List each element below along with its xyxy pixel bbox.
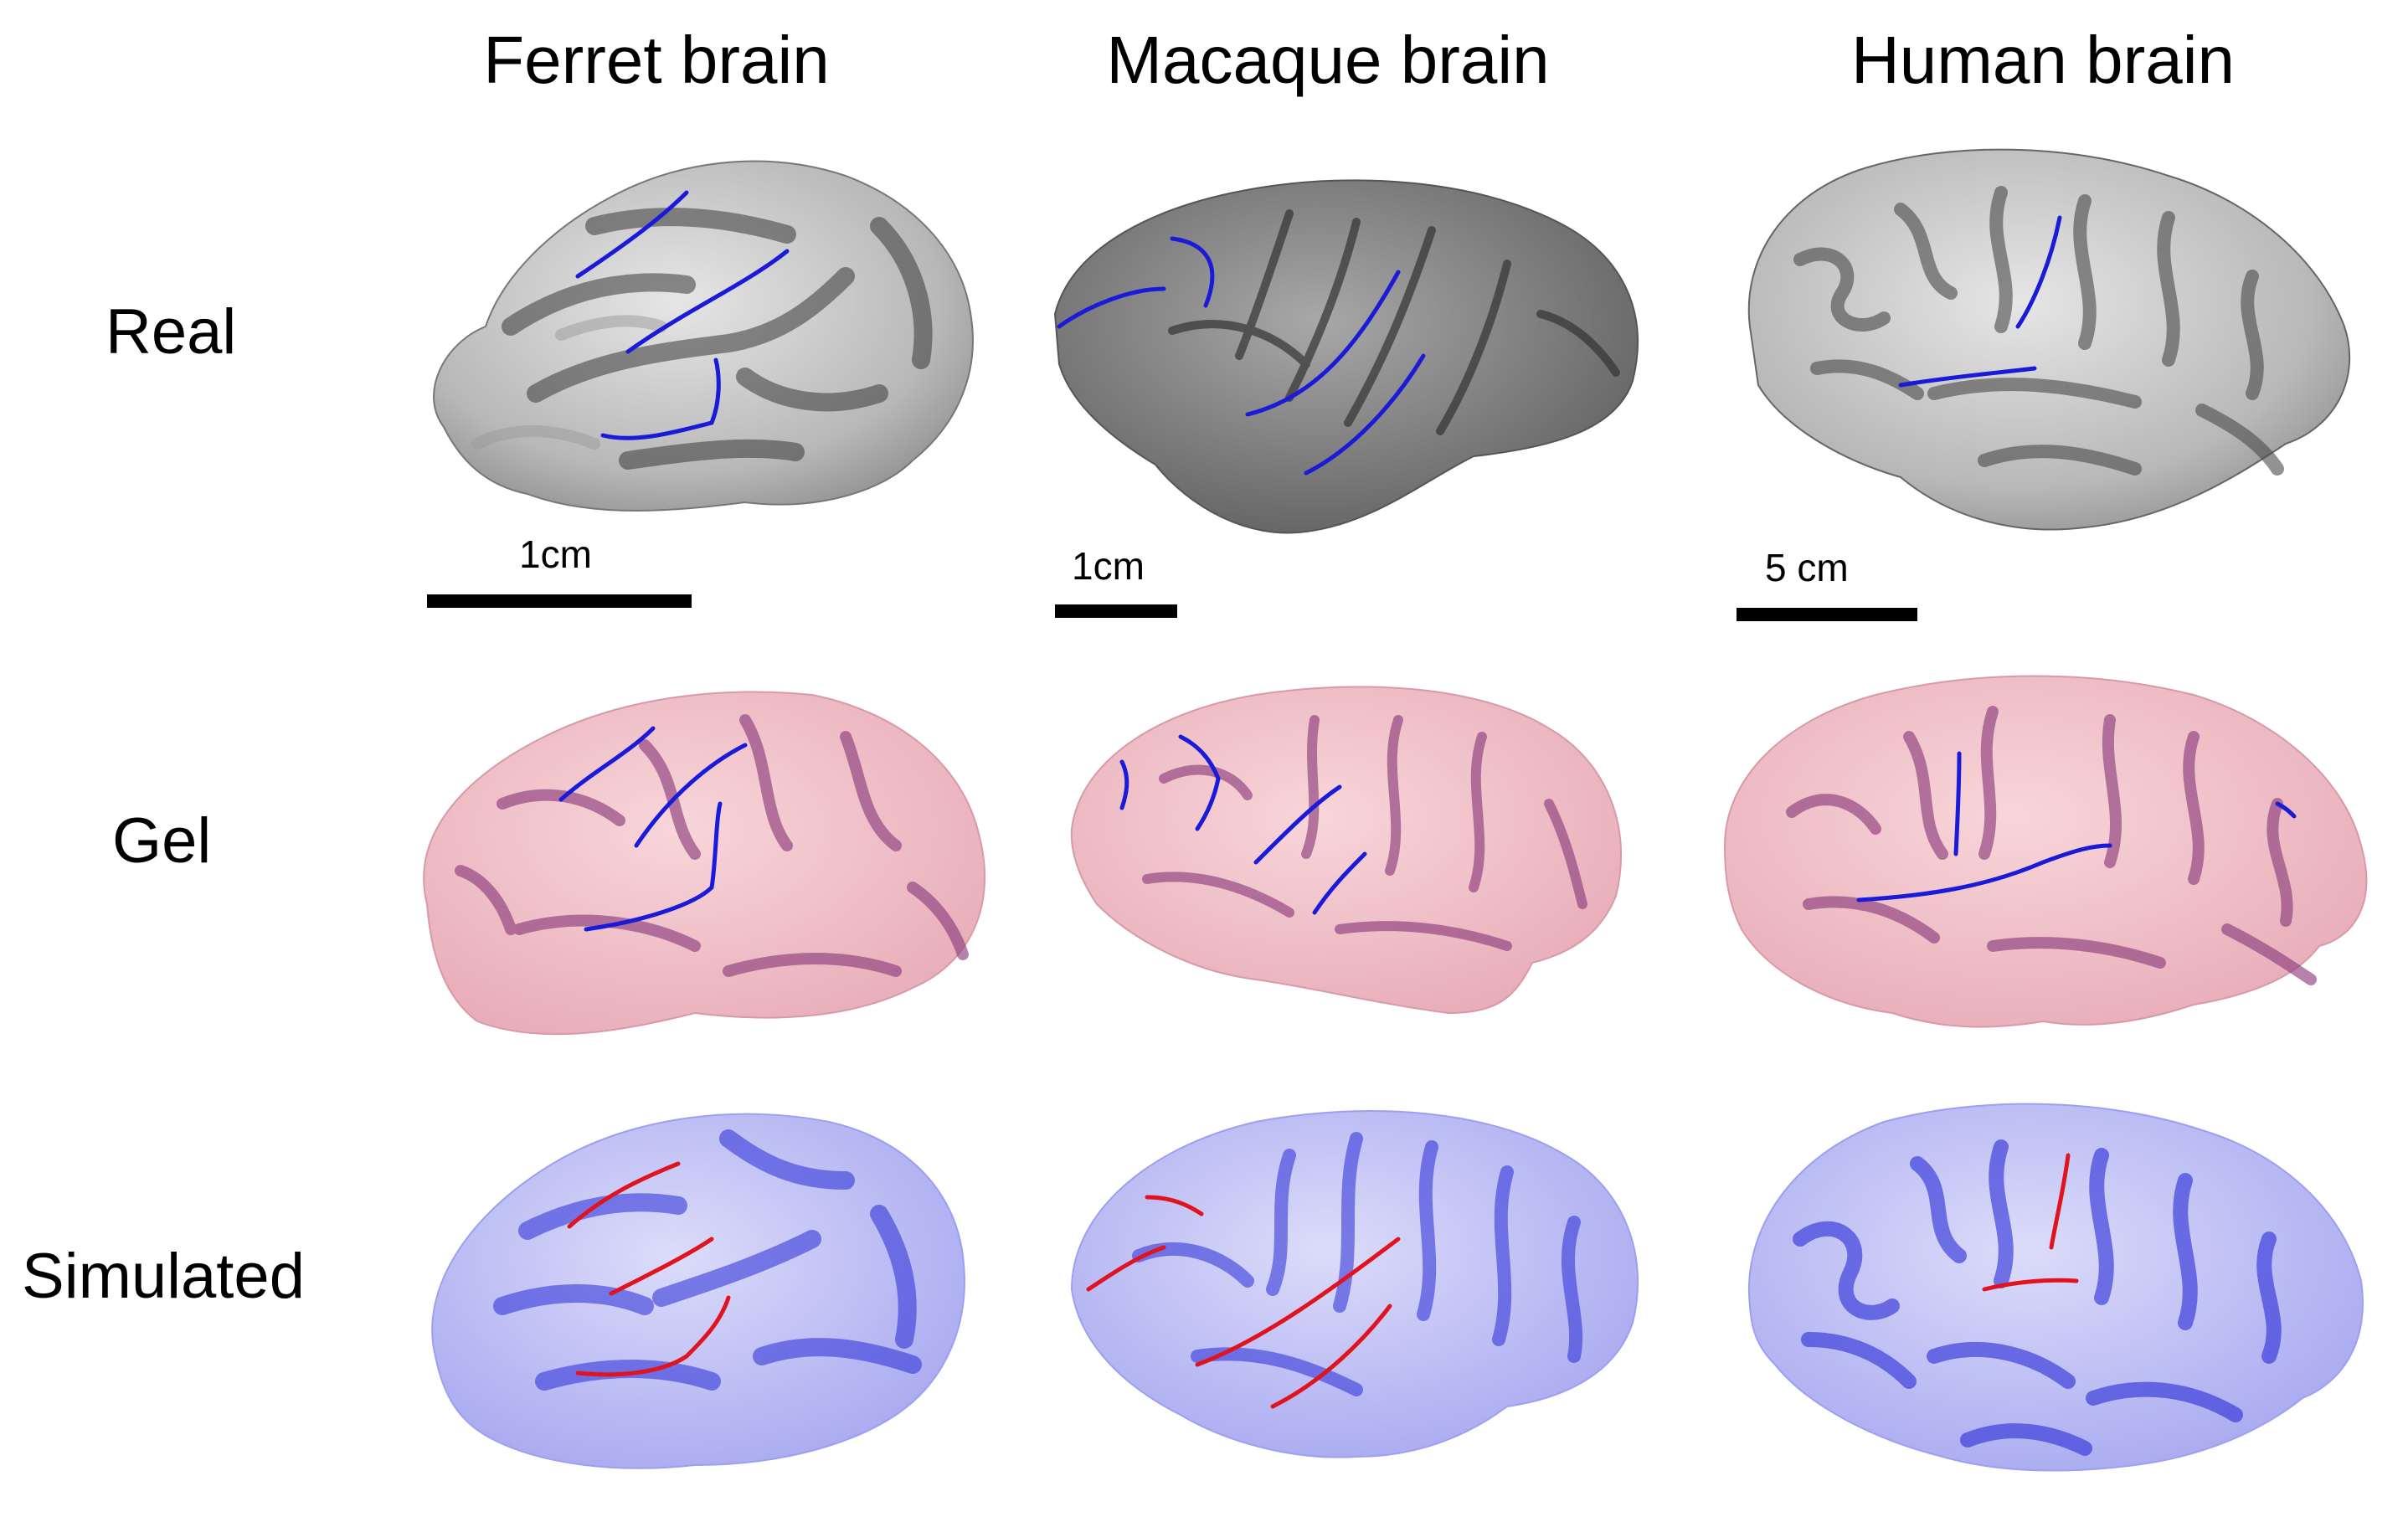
ferret-simulated-brain-image (410, 1088, 980, 1482)
row-label-simulated: Simulated (22, 1241, 305, 1312)
row-label-real: Real (105, 296, 237, 368)
macaque-gel-brain-image (1063, 661, 1649, 1030)
scale-bar-human (1737, 608, 1917, 621)
macaque-simulated-brain-image (1055, 1088, 1658, 1473)
scale-bar-ferret (427, 594, 692, 608)
scale-label-macaque: 1cm (1072, 544, 1145, 588)
column-title-human: Human brain (1850, 23, 2235, 97)
scale-label-human: 5 cm (1765, 546, 1849, 589)
macaque-real-brain-image (1038, 147, 1658, 548)
human-real-brain-image (1733, 126, 2369, 544)
ferret-real-brain-image (410, 126, 996, 527)
column-title-macaque: Macaque brain (1106, 23, 1550, 97)
row-label-gel: Gel (112, 805, 212, 877)
human-gel-brain-image (1708, 661, 2378, 1038)
scale-bar-macaque (1055, 604, 1177, 618)
column-title-ferret: Ferret brain (483, 23, 830, 97)
human-simulated-brain-image (1733, 1088, 2369, 1490)
ferret-gel-brain-image (394, 653, 996, 1055)
scale-label-ferret: 1cm (519, 532, 592, 576)
